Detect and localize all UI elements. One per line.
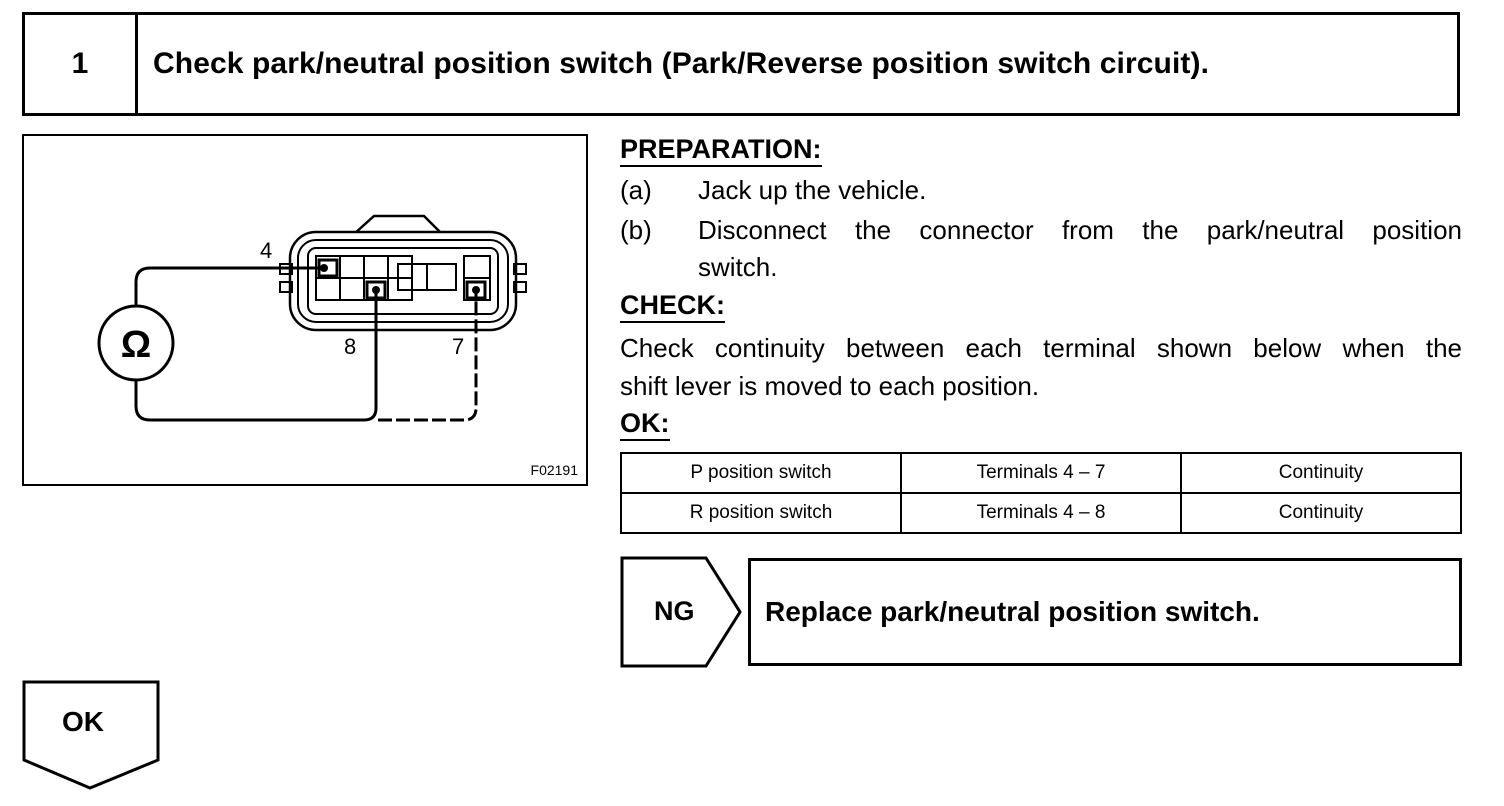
ng-label: NG (654, 596, 695, 626)
terminal-7-label: 7 (452, 334, 464, 359)
check-text-line1: Check continuity between each terminal s… (620, 333, 1462, 363)
figure-id: F02191 (530, 462, 578, 478)
terminal-4-label: 4 (260, 238, 272, 263)
ok-flow-label: OK (62, 706, 104, 737)
step-title: Check park/neutral position switch (Park… (153, 47, 1210, 80)
connector-diagram-drawing: Ω 4 8 7 (97, 214, 527, 422)
ng-arrow-shape (620, 556, 742, 668)
ohmmeter-icon: Ω (121, 324, 151, 366)
table-cell: Terminals 4 – 8 (900, 492, 1182, 534)
prep-step-a-text: Jack up the vehicle. (698, 175, 927, 205)
step-number: 1 (25, 15, 138, 113)
prep-step-b-text-line1: Disconnect the connector from the park/n… (698, 215, 1462, 245)
ok-arrow-shape (22, 680, 160, 790)
ng-action-text: Replace park/neutral position switch. (765, 596, 1260, 627)
table-cell: Continuity (1180, 492, 1462, 534)
prep-step-a-tag: (a) (620, 175, 652, 205)
connector-diagram: Ω 4 8 7 F02191 (22, 134, 588, 486)
table-cell: Continuity (1180, 452, 1462, 494)
check-heading: CHECK: (620, 290, 725, 323)
ok-heading: OK: (620, 408, 670, 441)
table-cell: R position switch (620, 492, 902, 534)
continuity-table: P position switch Terminals 4 – 7 Contin… (620, 452, 1462, 534)
prep-step-b-text-line2: switch. (698, 252, 778, 282)
terminal-8-label: 8 (344, 334, 356, 359)
table-cell: P position switch (620, 452, 902, 494)
check-text-line2: shift lever is moved to each position. (620, 371, 1040, 401)
preparation-heading: PREPARATION: (620, 134, 822, 167)
ng-action-box: Replace park/neutral position switch. (748, 558, 1462, 666)
table-cell: Terminals 4 – 7 (900, 452, 1182, 494)
table-row: P position switch Terminals 4 – 7 Contin… (620, 452, 1462, 494)
step-header: 1 Check park/neutral position switch (Pa… (22, 12, 1460, 116)
table-row: R position switch Terminals 4 – 8 Contin… (620, 492, 1462, 534)
prep-step-b-tag: (b) (620, 215, 652, 245)
